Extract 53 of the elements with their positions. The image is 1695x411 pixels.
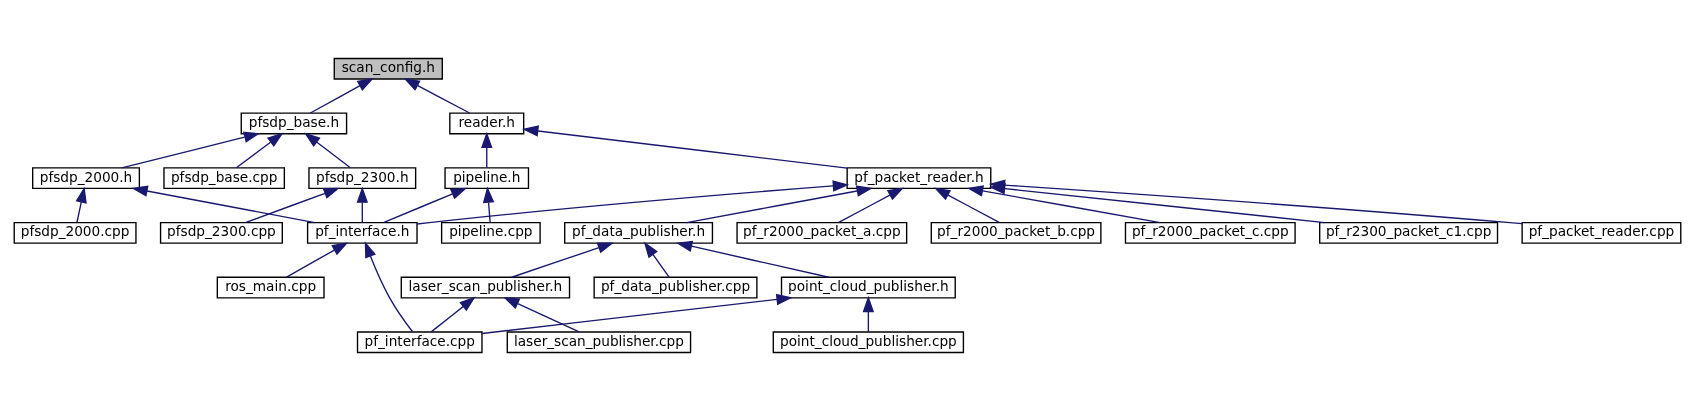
arrow [511, 242, 615, 278]
node-box: pfsdp_base.h [240, 112, 348, 135]
node-box: point_cloud_publisher.h [780, 276, 956, 299]
arrow [675, 240, 830, 278]
node-box: pipeline.h [444, 167, 530, 190]
node-box: pf_interface.h [306, 221, 418, 244]
node-box: reader.h [449, 112, 525, 135]
arrow [121, 131, 261, 169]
node-box: scan_config.h [333, 57, 443, 80]
node-box: pfsdp_2300.cpp [159, 221, 283, 244]
node-box: pf_packet_reader.cpp [1521, 221, 1682, 244]
arrow [75, 186, 87, 224]
node-box: pf_interface.cpp [356, 331, 483, 354]
arrow [403, 78, 471, 114]
arrow [430, 296, 476, 333]
node-box: pf_data_publisher.h [564, 221, 714, 244]
arrow [522, 125, 848, 169]
arrow [356, 186, 369, 224]
node-box: pfsdp_2000.h [32, 167, 141, 190]
arrow [383, 187, 468, 224]
arrow [304, 132, 352, 169]
node-box: pf_r2000_packet_c.cpp [1124, 221, 1296, 244]
node-box: pf_data_publisher.cpp [593, 276, 758, 299]
arrow [503, 297, 580, 333]
node-box: pfsdp_2000.cpp [13, 221, 137, 244]
arrow [481, 131, 493, 169]
arrow [966, 185, 1161, 224]
node-box: ros_main.cpp [216, 276, 325, 299]
node-box: laser_scan_publisher.cpp [506, 331, 692, 354]
node-box: pfsdp_base.cpp [163, 167, 286, 190]
arrow [862, 295, 875, 333]
arrow [245, 187, 340, 224]
arrow [131, 185, 316, 224]
node-box: point_cloud_publisher.cpp [772, 331, 965, 354]
arrow [933, 187, 1000, 224]
node-box: pipeline.cpp [440, 221, 541, 244]
arrow [686, 185, 873, 224]
node-box: pf_r2000_packet_b.cpp [930, 221, 1102, 244]
arrow [285, 242, 349, 278]
node-box: pf_r2000_packet_a.cpp [736, 221, 908, 244]
arrow [309, 78, 374, 114]
arrow [643, 241, 670, 278]
arrow [482, 186, 495, 224]
arrow [364, 241, 414, 333]
node-box: pf_r2300_packet_c1.cpp [1319, 221, 1499, 244]
arrow [416, 180, 850, 225]
node-box: pf_packet_reader.h [846, 167, 992, 190]
node-box: pfsdp_2300.h [308, 167, 417, 190]
node-box: laser_scan_publisher.h [400, 276, 571, 299]
arrow [838, 187, 905, 224]
arrow [988, 182, 1326, 224]
arrow [235, 132, 284, 169]
arrow [481, 293, 793, 335]
